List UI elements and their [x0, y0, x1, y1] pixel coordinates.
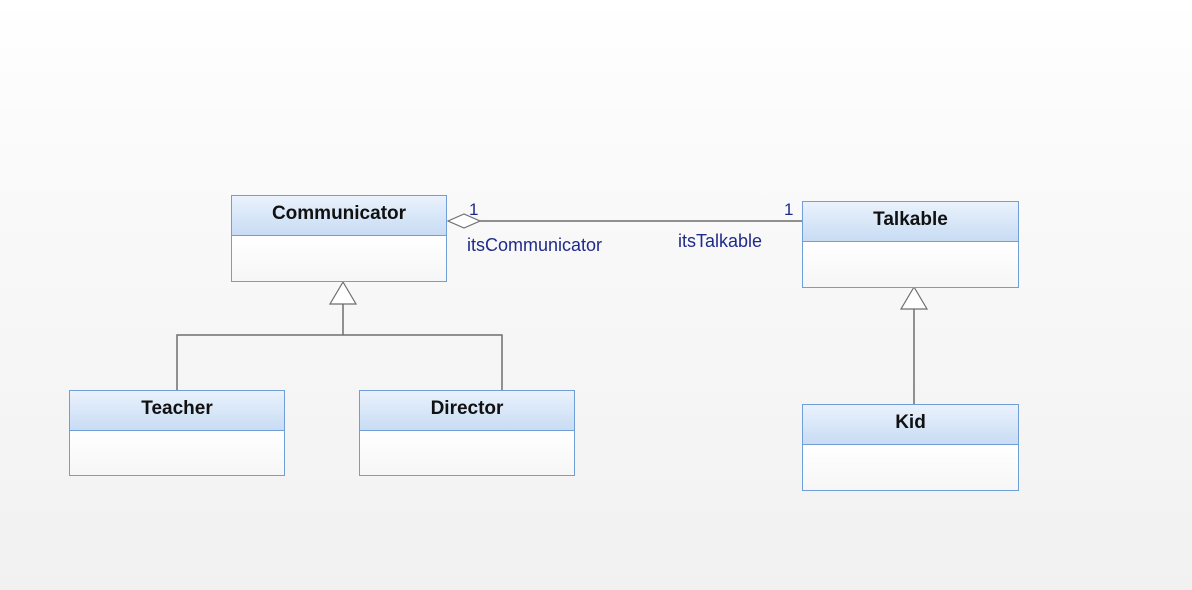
multiplicity-communicator-end: 1	[469, 200, 479, 219]
class-teacher[interactable]: Teacher	[69, 390, 285, 476]
class-talkable-name: Talkable	[803, 202, 1018, 242]
class-kid-body	[803, 445, 1018, 490]
generalization-branch[interactable]	[176, 334, 503, 390]
class-kid-name: Kid	[803, 405, 1018, 445]
class-director[interactable]: Director	[359, 390, 575, 476]
class-director-body	[360, 431, 574, 475]
class-communicator-name: Communicator	[232, 196, 446, 236]
class-talkable-body	[803, 242, 1018, 287]
multiplicity-talkable-end: 1	[784, 200, 794, 219]
class-communicator-body	[232, 236, 446, 281]
class-communicator[interactable]: Communicator	[231, 195, 447, 282]
class-teacher-body	[70, 431, 284, 475]
class-director-name: Director	[360, 391, 574, 431]
generalization-arrowhead-talkable	[899, 285, 929, 310]
class-teacher-name: Teacher	[70, 391, 284, 431]
class-kid[interactable]: Kid	[802, 404, 1019, 491]
aggregation-diamond	[446, 213, 482, 229]
role-label-its-communicator: itsCommunicator	[467, 235, 603, 255]
class-talkable[interactable]: Talkable	[802, 201, 1019, 288]
role-label-its-talkable: itsTalkable	[678, 231, 763, 251]
generalization-arrowhead-communicator	[328, 280, 358, 305]
